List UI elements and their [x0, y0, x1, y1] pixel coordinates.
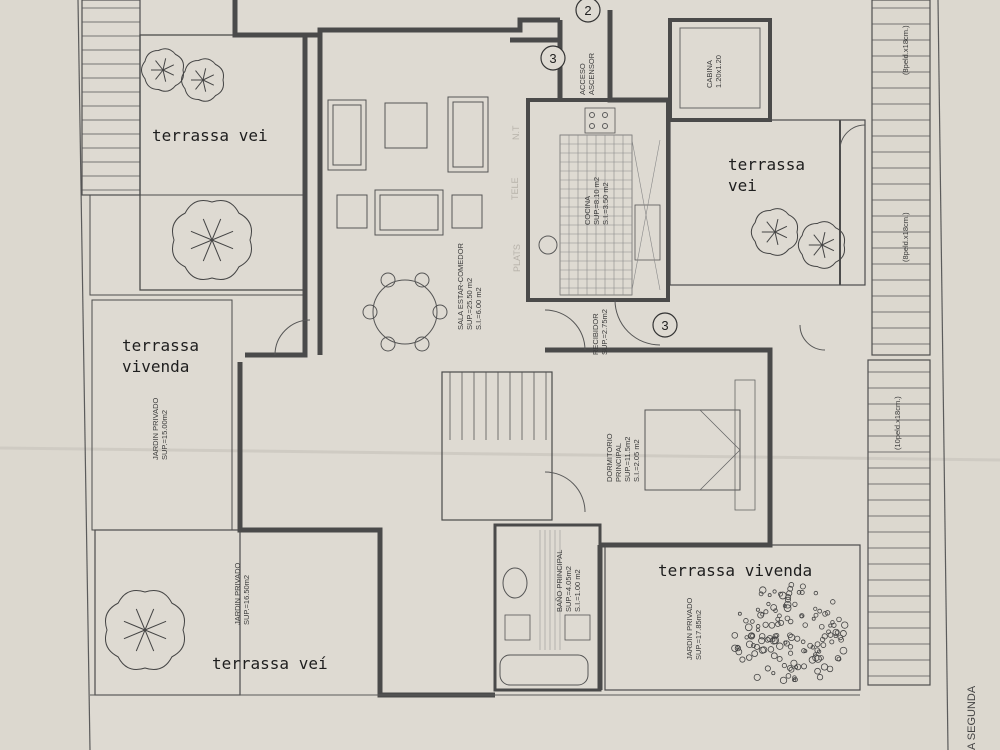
svg-text:SUP.=11.5m2: SUP.=11.5m2: [623, 437, 632, 482]
pencil-note-plats: PLATS: [512, 244, 522, 272]
svg-text:SUP.=4.05m2: SUP.=4.05m2: [564, 566, 573, 612]
living-furniture: [327, 96, 489, 352]
svg-text:2: 2: [584, 3, 591, 18]
svg-text:ACCESO: ACCESO: [578, 63, 587, 95]
pencil-note-tele: TELE: [510, 177, 520, 200]
handwritten-terrace-bottom-right: terrassa vivenda: [658, 561, 812, 580]
stairs-right: [867, 0, 931, 686]
door-arcs: [274, 124, 866, 356]
svg-text:CABINA: CABINA: [705, 60, 714, 88]
label-garden-3: JARDIN PRIVADO SUP.=17.85m2: [685, 597, 703, 660]
marker-3-hall: 3: [652, 312, 678, 338]
stairs-label-3: (10peld.x18cm.): [893, 396, 902, 450]
marker-3-lift: 3: [540, 45, 566, 71]
svg-text:JARDIN PRIVADO: JARDIN PRIVADO: [233, 562, 242, 625]
svg-text:3: 3: [549, 51, 556, 66]
svg-text:S.I.=6.00 m2: S.I.=6.00 m2: [474, 287, 483, 330]
right-boundary-line: [937, 0, 949, 750]
tree-icon: [750, 208, 799, 256]
stairs-label-2: (8peld.x18cm.): [901, 212, 910, 262]
svg-text:DORMITORIO: DORMITORIO: [605, 433, 614, 482]
handwritten-terrace-right-1: terrassa: [728, 155, 805, 174]
handwritten-terrace-left-1: terrassa: [122, 336, 199, 355]
tree-icon: [140, 48, 184, 92]
svg-text:1.20x1.20: 1.20x1.20: [714, 55, 723, 88]
marker-2: 2: [575, 0, 601, 23]
label-bedroom: DORMITORIO PRINCIPAL SUP.=11.5m2 S.I.=2.…: [605, 433, 641, 482]
handwritten-terrace-top-left: terrassa vei: [152, 126, 268, 145]
svg-text:JARDIN PRIVADO: JARDIN PRIVADO: [151, 397, 160, 460]
label-kitchen: COCINA SUP.=8.10 m2 S.I.=3.50 m2: [583, 177, 610, 225]
svg-text:S.I.=2.05 m2: S.I.=2.05 m2: [632, 439, 641, 482]
svg-text:SUP.=17.85m2: SUP.=17.85m2: [694, 610, 703, 660]
label-living: SALA ESTAR-COMEDOR SUP.=25.50 m2 S.I.=6.…: [456, 242, 483, 330]
edge-text: A SEGUNDA: [966, 685, 978, 750]
label-bath: BAÑO PRINCIPAL SUP.=4.05m2 S.I.=1.00 m2: [555, 550, 582, 612]
tree-icon: [104, 589, 186, 671]
lower-left-terraces: [90, 299, 860, 698]
tree-symbols: [104, 48, 846, 671]
svg-text:S.I.=1.00 m2: S.I.=1.00 m2: [573, 569, 582, 612]
svg-text:3: 3: [661, 318, 668, 333]
stairs-label-1: (8peld.x18cm.): [901, 25, 910, 75]
label-garden-2: JARDIN PRIVADO SUP.=16.50m2: [233, 562, 251, 625]
svg-text:SUP.=8.10 m2: SUP.=8.10 m2: [592, 177, 601, 225]
svg-text:S.I.=3.50 m2: S.I.=3.50 m2: [601, 182, 610, 225]
svg-text:COCINA: COCINA: [583, 196, 592, 225]
svg-text:SUP.=15.00m2: SUP.=15.00m2: [160, 410, 169, 460]
paper-center: [90, 0, 870, 750]
svg-text:ASCENSOR: ASCENSOR: [587, 52, 596, 95]
svg-text:SUP.=25.50 m2: SUP.=25.50 m2: [465, 278, 474, 330]
central-stairs: [441, 371, 553, 521]
lower-right-garden: [597, 544, 861, 691]
label-cabin: CABINA 1.20x1.20: [705, 55, 723, 88]
tree-icon: [797, 221, 846, 269]
label-hall: RECIBIDOR SUP.=2.75m2: [591, 309, 609, 355]
svg-text:SUP.=16.50m2: SUP.=16.50m2: [242, 575, 251, 625]
pencil-note-nt: N.T: [511, 125, 521, 140]
svg-text:SUP.=2.75m2: SUP.=2.75m2: [600, 309, 609, 355]
shrub-symbol: [731, 582, 849, 684]
handwritten-terrace-bottom-left: terrassa veí: [212, 654, 328, 673]
label-lift: ACCESO ASCENSOR: [578, 52, 596, 95]
svg-text:PRINCIPAL: PRINCIPAL: [614, 443, 623, 482]
kitchen: [526, 98, 670, 302]
paper-fold: [0, 446, 1000, 462]
tree-icon: [171, 199, 253, 281]
svg-text:SALA ESTAR-COMEDOR: SALA ESTAR-COMEDOR: [456, 242, 465, 330]
bathroom: [493, 523, 602, 692]
label-garden-1: JARDIN PRIVADO SUP.=15.00m2: [151, 397, 169, 460]
living-left-wall: [245, 35, 308, 358]
left-boundary-line: [77, 0, 91, 750]
svg-text:JARDIN PRIVADO: JARDIN PRIVADO: [685, 597, 694, 660]
svg-text:RECIBIDOR: RECIBIDOR: [591, 313, 600, 355]
handwritten-terrace-left-2: vivenda: [122, 357, 189, 376]
tree-icon: [180, 58, 224, 102]
svg-text:BAÑO PRINCIPAL: BAÑO PRINCIPAL: [555, 550, 564, 612]
handwritten-terrace-right-2: vei: [728, 176, 757, 195]
